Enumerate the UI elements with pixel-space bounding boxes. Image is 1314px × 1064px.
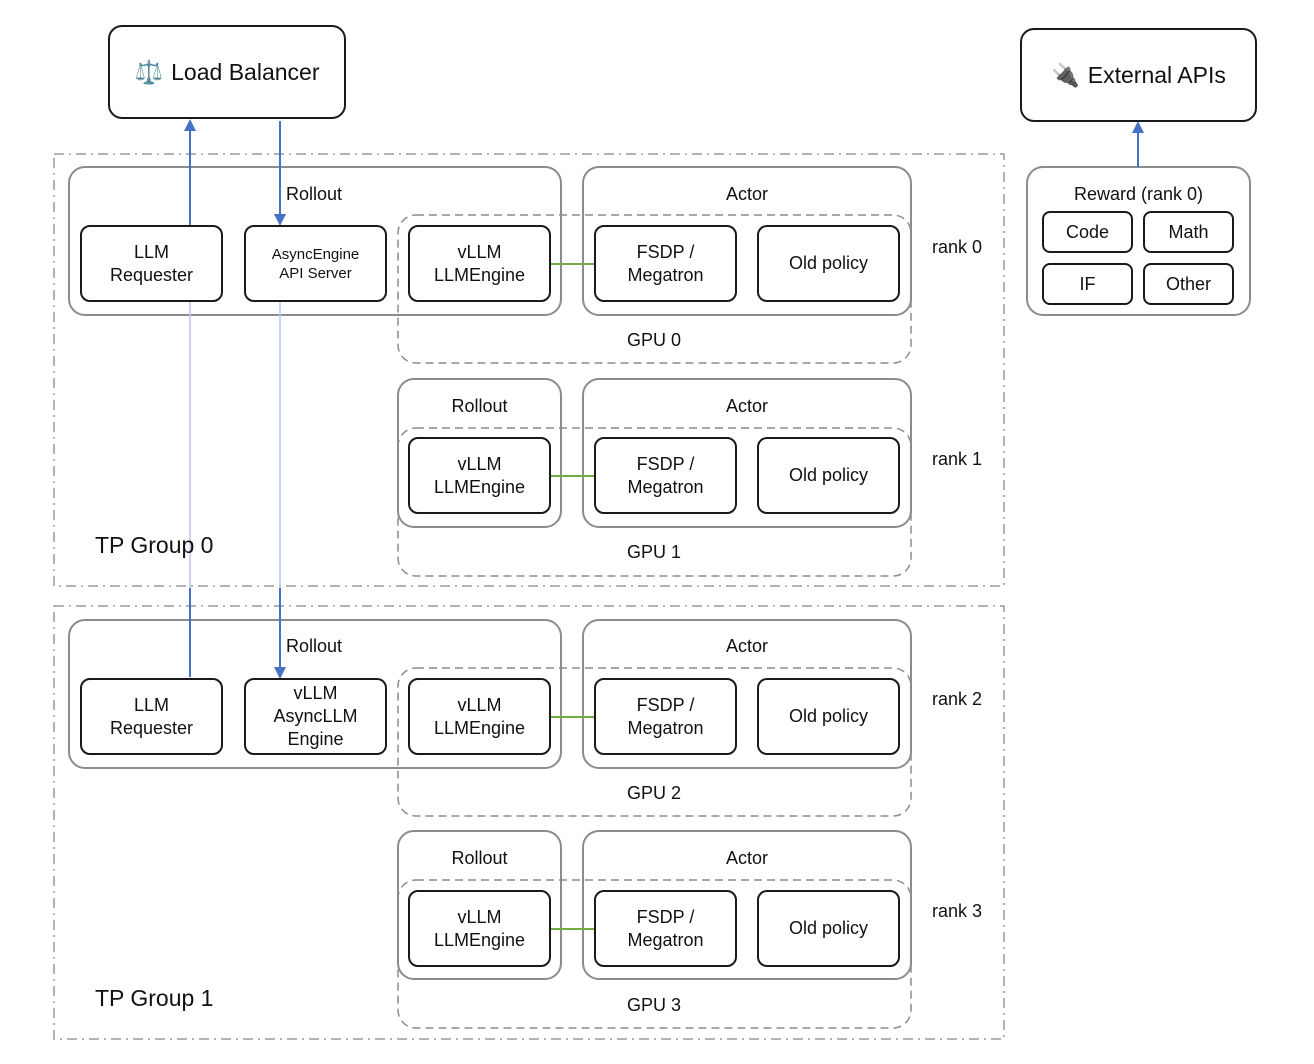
vllm-async-llm-engine-box: vLLM AsyncLLM Engine: [244, 678, 387, 755]
actor-label-rank-2: Actor: [725, 636, 768, 656]
fsdp-megatron-box-rank-1: FSDP / Megatron: [594, 437, 737, 514]
reward-item-if: IF: [1042, 263, 1133, 305]
gpu-2-frame: [397, 667, 912, 817]
tp-group-0-label: TP Group 0: [95, 532, 214, 558]
async-engine-api-server-box: AsyncEngine API Server: [244, 225, 387, 302]
rank-label-3: rank 3: [932, 901, 983, 921]
llm-requester-box-group-1: LLM Requester: [80, 678, 223, 755]
gpu-3-frame: [397, 879, 912, 1029]
vllm-llm-engine-box-rank-1: vLLM LLMEngine: [408, 437, 551, 514]
llm-requester-box-group-0: LLM Requester: [80, 225, 223, 302]
rollout-container-rank-2: [68, 619, 562, 769]
gpu-label-3: GPU 3: [627, 995, 682, 1015]
vllm-llm-engine-box-rank-2: vLLM LLMEngine: [408, 678, 551, 755]
rollout-container-rank-0: [68, 166, 562, 316]
vllm-llm-engine-box-rank-0: vLLM LLMEngine: [408, 225, 551, 302]
load-balancer-label: Load Balancer: [171, 58, 320, 85]
reward-item-math: Math: [1143, 211, 1234, 253]
gpu-label-2: GPU 2: [627, 783, 682, 803]
rank-label-2: rank 2: [932, 689, 983, 709]
old-policy-box-rank-1: Old policy: [757, 437, 900, 514]
old-policy-box-rank-2: Old policy: [757, 678, 900, 755]
tp-group-0-frame: [53, 153, 1005, 587]
rollout-label-rank-2: Rollout: [286, 636, 343, 656]
rollout-label-rank-1: Rollout: [451, 396, 508, 416]
gpu-0-frame: [397, 214, 912, 364]
old-policy-box-rank-0: Old policy: [757, 225, 900, 302]
rollout-label-rank-3: Rollout: [451, 848, 508, 868]
gpu-label-1: GPU 1: [627, 542, 682, 562]
rollout-label-rank-0: Rollout: [286, 184, 343, 204]
reward-item-other: Other: [1143, 263, 1234, 305]
load-balancer-box: ⚖️ Load Balancer: [108, 25, 346, 119]
old-policy-box-rank-3: Old policy: [757, 890, 900, 967]
rank-label-0: rank 0: [932, 237, 983, 257]
rank-label-1: rank 1: [932, 449, 983, 469]
reward-item-code: Code: [1042, 211, 1133, 253]
external-apis-box: 🔌 External APIs: [1020, 28, 1257, 122]
reward-title: Reward (rank 0): [1073, 184, 1204, 204]
actor-label-rank-0: Actor: [725, 184, 768, 204]
fsdp-megatron-box-rank-2: FSDP / Megatron: [594, 678, 737, 755]
gpu-label-0: GPU 0: [627, 330, 682, 350]
fsdp-megatron-box-rank-0: FSDP / Megatron: [594, 225, 737, 302]
plug-icon: 🔌: [1051, 61, 1080, 88]
balance-scale-icon: ⚖️: [134, 58, 164, 85]
fsdp-megatron-box-rank-3: FSDP / Megatron: [594, 890, 737, 967]
actor-label-rank-3: Actor: [725, 848, 768, 868]
gpu-1-frame: [397, 427, 912, 577]
actor-label-rank-1: Actor: [725, 396, 768, 416]
tp-group-1-frame: [53, 605, 1005, 1040]
tp-group-1-label: TP Group 1: [95, 985, 214, 1011]
vllm-llm-engine-box-rank-3: vLLM LLMEngine: [408, 890, 551, 967]
external-apis-label: External APIs: [1087, 61, 1226, 88]
